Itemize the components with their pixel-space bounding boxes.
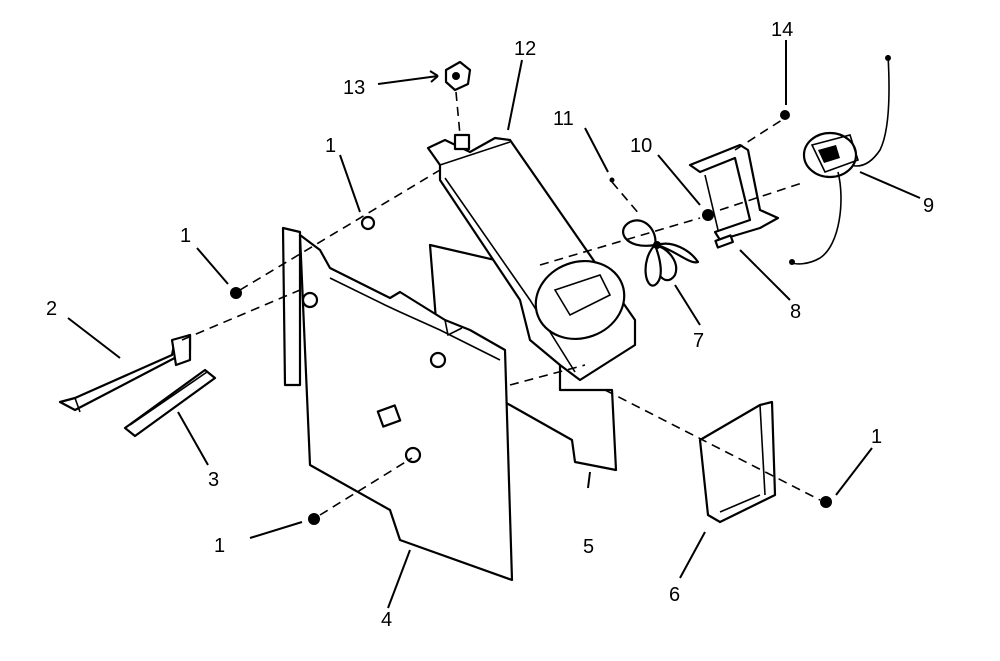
callout-1-top: 1 (325, 135, 336, 157)
part-13-clip (444, 60, 472, 92)
part-4-main-panel (281, 226, 514, 582)
callout-14: 14 (771, 19, 793, 41)
assembly-lines (181, 91, 821, 516)
callout-5: 5 (583, 536, 594, 558)
callout-6: 6 (669, 584, 680, 606)
callout-labels: 13 12 1 1 2 3 1 4 5 6 1 7 8 9 10 11 14 (46, 19, 934, 631)
part-6-bracket-plate (698, 400, 777, 524)
part-7-fan-blade (622, 219, 700, 287)
callout-11: 11 (553, 108, 574, 130)
callout-10: 10 (630, 135, 652, 157)
callout-4: 4 (381, 609, 392, 631)
part-12-fan-shroud (426, 133, 637, 382)
screw-fasteners (230, 110, 832, 525)
part-2-channel (58, 333, 192, 413)
callout-12: 12 (514, 38, 536, 60)
callout-3: 3 (208, 469, 219, 491)
callout-8: 8 (790, 301, 801, 323)
callout-9: 9 (923, 195, 934, 217)
part-11-hub (609, 177, 615, 183)
callout-7: 7 (693, 330, 704, 352)
callout-13: 13 (343, 77, 365, 99)
callout-1-left: 1 (180, 225, 191, 247)
callout-1-bottom: 1 (214, 535, 225, 557)
part-9-motor (789, 54, 891, 265)
part-8-motor-bracket (688, 143, 780, 249)
callout-1-right: 1 (871, 426, 882, 448)
part-3-bar (123, 368, 217, 438)
callout-2: 2 (46, 298, 57, 320)
leader-lines (67, 40, 921, 609)
part-10-nut (702, 209, 714, 221)
